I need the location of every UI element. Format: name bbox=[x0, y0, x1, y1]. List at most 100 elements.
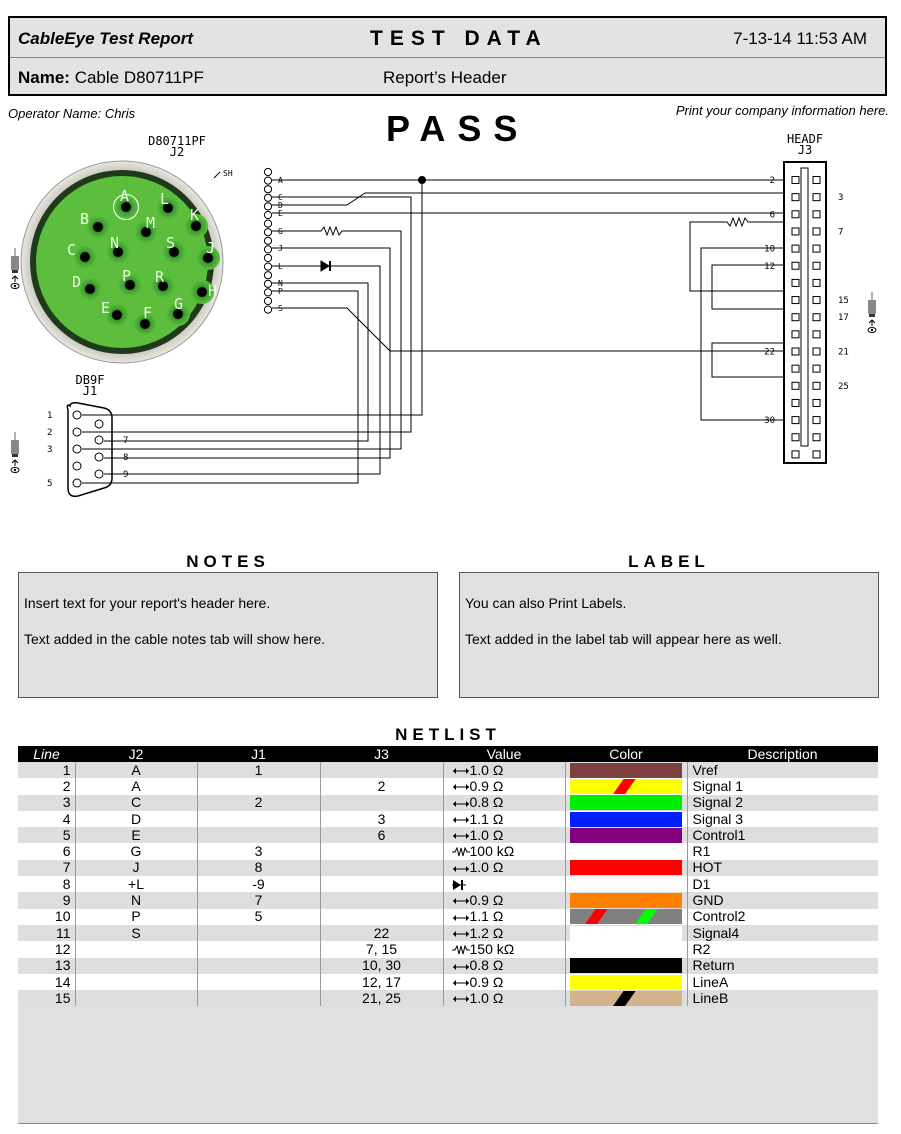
continuity-icon bbox=[452, 925, 470, 941]
cell-j3 bbox=[319, 892, 443, 909]
j1-pin-label: 5 bbox=[47, 479, 52, 489]
j3-pin-label: 10 bbox=[764, 245, 775, 255]
cell-j2: P bbox=[74, 908, 197, 925]
view-orientation-icon bbox=[867, 291, 877, 333]
cell-j1 bbox=[196, 957, 320, 974]
cell-j1 bbox=[196, 941, 320, 958]
cell-j3: 10, 30 bbox=[319, 957, 443, 974]
cell-line: 13 bbox=[18, 957, 75, 974]
j2-pin-label: S bbox=[166, 234, 175, 252]
cell-value: 1.1 Ω bbox=[442, 810, 565, 828]
value-text: 0.9 Ω bbox=[469, 892, 504, 909]
cell-j2 bbox=[74, 957, 197, 974]
cell-j2 bbox=[74, 973, 197, 991]
report-title: TEST DATA bbox=[370, 27, 548, 50]
j2-pin-label: L bbox=[160, 190, 169, 208]
j3-pin-label: 17 bbox=[838, 313, 849, 323]
cell-line: 12 bbox=[18, 941, 75, 958]
label-line: Text added in the label tab will appear … bbox=[465, 631, 782, 647]
cell-description: Vref bbox=[686, 762, 878, 779]
cell-description: Signal 2 bbox=[686, 794, 878, 811]
j3-pin-label: 6 bbox=[770, 210, 775, 220]
continuity-icon bbox=[452, 974, 470, 990]
cell-color bbox=[564, 859, 687, 877]
value-text: 1.0 Ω bbox=[469, 826, 504, 843]
j3-pin-label: 7 bbox=[838, 227, 843, 237]
j3-pin-label: 3 bbox=[838, 193, 843, 203]
cell-j2: N bbox=[74, 892, 197, 909]
j1-pin-label: 9 bbox=[123, 470, 128, 480]
cell-value: 1.0 Ω bbox=[442, 826, 565, 844]
j2-pin-label: B bbox=[80, 210, 89, 228]
cell-j3: 21, 25 bbox=[319, 990, 443, 1007]
cell-description: HOT bbox=[686, 859, 878, 877]
value-text: 1.0 Ω bbox=[469, 761, 504, 778]
cell-color bbox=[564, 908, 687, 925]
value-text: 0.9 Ω bbox=[469, 973, 504, 990]
wire-color-swatch bbox=[570, 778, 682, 794]
cell-j3 bbox=[319, 843, 443, 860]
continuity-icon bbox=[452, 908, 470, 924]
value-text: 1.1 Ω bbox=[469, 810, 504, 827]
continuity-icon bbox=[452, 859, 470, 875]
column-header-value: Value bbox=[443, 746, 565, 762]
operator-name: Operator Name: Chris bbox=[8, 106, 136, 121]
cell-color bbox=[564, 892, 687, 909]
db9-shell bbox=[66, 402, 113, 498]
value-text: 0.9 Ω bbox=[469, 777, 504, 794]
value-text: 0.8 Ω bbox=[469, 794, 504, 811]
app-title: CableEye Test Report bbox=[18, 29, 194, 48]
cell-j1 bbox=[196, 778, 320, 795]
cell-j2: C bbox=[74, 794, 197, 811]
cell-j3: 7, 15 bbox=[319, 941, 443, 958]
j3-part-label: HEADF bbox=[787, 132, 823, 146]
j1-pin-label: 3 bbox=[47, 445, 52, 455]
notes-line: Text added in the cable notes tab will s… bbox=[24, 631, 326, 647]
cell-j3: 6 bbox=[319, 827, 443, 844]
cell-value: 0.9 Ω bbox=[442, 973, 565, 991]
cell-description: LineB bbox=[686, 990, 878, 1007]
continuity-icon bbox=[452, 794, 470, 810]
cell-color bbox=[564, 957, 687, 974]
j2-pin-label: E bbox=[101, 299, 110, 317]
j2-pin-label: D bbox=[72, 273, 81, 291]
j2-pin-label: F bbox=[143, 304, 152, 322]
cell-j2: +L bbox=[74, 876, 197, 893]
j3-ref-label: J3 bbox=[798, 143, 812, 157]
value-text: 150 kΩ bbox=[469, 940, 515, 957]
notes-title: NOTES bbox=[186, 552, 270, 571]
column-header-line: Line bbox=[18, 746, 75, 762]
wire-color-swatch bbox=[570, 925, 682, 941]
cell-j3: 12, 17 bbox=[319, 973, 443, 991]
cell-j1: 2 bbox=[196, 794, 320, 811]
j2-pin-label: C bbox=[67, 241, 76, 259]
cell-line: 3 bbox=[18, 794, 75, 811]
cell-j1: -9 bbox=[196, 876, 320, 893]
continuity-icon bbox=[452, 762, 470, 778]
column-header-color: Color bbox=[565, 746, 687, 762]
j2-pin-label: R bbox=[155, 268, 165, 286]
value-text: 1.2 Ω bbox=[469, 924, 504, 941]
column-header-j1: J1 bbox=[197, 746, 320, 762]
j2-pin-label: K bbox=[190, 206, 199, 224]
view-orientation-icon bbox=[10, 247, 20, 289]
j2-pin-label: M bbox=[146, 214, 155, 232]
cell-value: 1.2 Ω bbox=[442, 924, 565, 942]
cell-j1: 1 bbox=[196, 762, 320, 779]
cell-line: 15 bbox=[18, 990, 75, 1007]
j1-pin-label: 2 bbox=[47, 428, 52, 438]
cell-description: Return bbox=[686, 957, 878, 974]
j3-pin-label: 2 bbox=[770, 176, 775, 186]
report-header: CableEye Test Report TEST DATA 7-13-14 1… bbox=[8, 16, 887, 96]
continuity-icon bbox=[452, 811, 470, 827]
j2-pin-label: A bbox=[120, 187, 129, 205]
